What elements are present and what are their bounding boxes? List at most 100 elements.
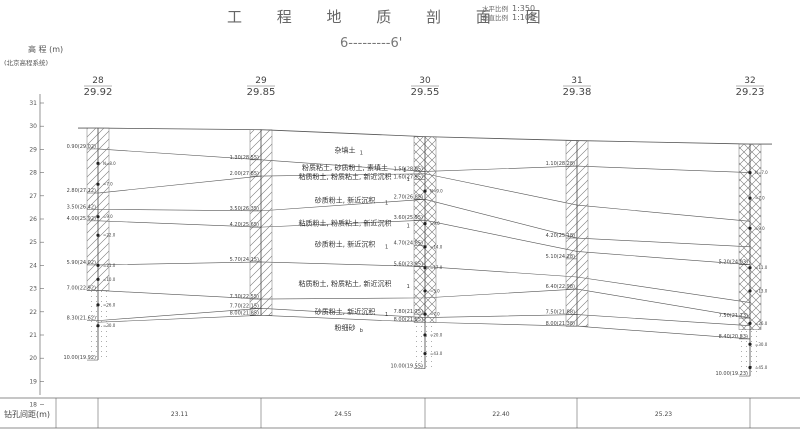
spt-value: =13.0	[755, 288, 768, 293]
depth-label: 5.20(24.03)	[719, 260, 748, 266]
spt-value: =21.0	[103, 263, 116, 268]
scale-horizontal-value: 1:350	[512, 4, 535, 13]
axis-tick-label: 27	[29, 193, 37, 200]
depth-label: 10.00(19.92)	[63, 355, 96, 361]
borehole-elevation: 29.38	[563, 87, 592, 98]
spacing-value: 24.55	[334, 411, 351, 418]
axis-tick-label: 31	[29, 100, 37, 107]
axis-tick-label: 28	[29, 170, 37, 177]
spt-value: =10.0	[103, 277, 116, 282]
spt-value: =26.0	[755, 321, 768, 326]
layer-subscript: 1	[407, 284, 410, 290]
depth-label: 8.00(21.85)	[230, 310, 259, 316]
depth-label: 10.00(19.55)	[390, 364, 423, 370]
borehole-elevation: 29.55	[411, 87, 440, 98]
scale-vertical-label: 垂直比例	[482, 13, 508, 22]
depth-label: 1.10(28.28)	[546, 161, 575, 167]
borehole-28: 2829.920.90(29.02)2.80(27.12)3.50(26.42)…	[63, 76, 116, 361]
spt-value: =9.0	[103, 214, 113, 219]
depth-label: 2.80(27.12)	[67, 188, 96, 194]
spt-point	[423, 266, 427, 270]
borehole-id: 29	[255, 76, 267, 86]
spt-value: =14.0	[430, 244, 443, 249]
spt-value: =7.0	[103, 182, 113, 187]
spt-point	[96, 263, 100, 267]
spt-value: N=7.0	[755, 170, 768, 175]
axis-tick-label: 18	[29, 402, 37, 409]
spt-value: N=9.0	[430, 189, 443, 194]
spt-value: =9.0	[755, 226, 765, 231]
layer-subscript: 1	[407, 224, 410, 230]
depth-label: 2.70(26.85)	[394, 194, 423, 200]
spt-point	[423, 222, 427, 226]
spt-value: =5.0	[430, 288, 440, 293]
depth-label: 5.60(23.95)	[394, 262, 423, 268]
borehole-elevation: 29.23	[736, 87, 765, 98]
depth-label: 4.70(24.85)	[394, 241, 423, 247]
spt-point	[96, 215, 100, 219]
axis-sublabel: (北京高程系统)	[4, 58, 48, 67]
spt-point	[96, 303, 100, 307]
distance-row-label: 钻孔间距(m)	[4, 409, 50, 419]
spt-point	[96, 277, 100, 281]
layer-name: 杂填土	[335, 146, 356, 155]
layer-name: 粘质粉土, 粉质粘土, 新近沉积	[299, 279, 392, 288]
layer-subscript: 1	[407, 177, 410, 183]
depth-label: 8.30(21.62)	[67, 316, 96, 322]
drawing-title: 工 程 地 质 剖 面 图	[227, 8, 556, 26]
depth-label: 1.60(27.95)	[394, 175, 423, 181]
depth-label: 1.30(28.55)	[230, 155, 259, 161]
borehole-31: 3129.381.10(28.28)4.20(25.18)5.10(24.28)…	[546, 76, 592, 327]
spt-value: N=8.0	[103, 161, 116, 166]
layer-subscript: 1	[385, 312, 388, 318]
spacing-value: 22.40	[492, 411, 509, 418]
borehole-columns: 2829.920.90(29.02)2.80(27.12)3.50(26.42)…	[63, 76, 768, 377]
layer-name: 粘质粉土, 粉质粘土, 新近沉积	[299, 172, 392, 181]
spt-point	[748, 289, 752, 293]
borehole-30: 3029.551.50(28.05)1.60(27.95)2.70(26.85)…	[390, 76, 443, 370]
borehole-id: 28	[92, 76, 104, 86]
spt-point	[748, 342, 752, 346]
depth-label: 5.90(24.02)	[67, 260, 96, 266]
axis-tick-label: 24	[29, 262, 37, 269]
depth-label: 8.00(21.38)	[546, 321, 575, 327]
depth-label: 3.50(26.35)	[230, 206, 259, 212]
depth-label: 8.40(20.83)	[719, 334, 748, 340]
borehole-elevation: 29.85	[247, 87, 276, 98]
spt-point	[748, 321, 752, 325]
spt-point	[748, 196, 752, 200]
layer-name: 粉细砂	[335, 323, 356, 332]
scale-horizontal-label: 水平比例	[482, 4, 508, 13]
layer-name: 砂质粉土, 新近沉积	[315, 240, 375, 249]
spt-value: =17.0	[430, 265, 443, 270]
spt-point	[423, 245, 427, 249]
spt-value: =9.0	[430, 221, 440, 226]
spt-point	[423, 189, 427, 193]
spt-point	[96, 182, 100, 186]
depth-label: 0.90(29.02)	[67, 144, 96, 150]
spt-value: =7.0	[430, 312, 440, 317]
depth-label: 4.00(25.92)	[67, 216, 96, 222]
layer-subscript: 1	[385, 245, 388, 251]
spt-value: =7.0	[755, 196, 765, 201]
depth-label: 4.20(25.65)	[230, 222, 259, 228]
spt-value: =30.0	[755, 342, 768, 347]
spt-point	[423, 312, 427, 316]
spt-point	[423, 333, 427, 337]
spt-value: =45.0	[755, 365, 768, 370]
depth-label: 5.70(24.15)	[230, 257, 259, 263]
axis-tick-label: 23	[29, 286, 37, 293]
spt-point	[748, 266, 752, 270]
depth-label: 7.00(22.92)	[67, 285, 96, 291]
section-label: 6---------6'	[340, 36, 402, 51]
axis-tick-label: 25	[29, 239, 37, 246]
depth-label: 7.50(21.73)	[719, 313, 748, 319]
depth-label: 7.50(21.88)	[546, 310, 575, 316]
depth-label: 7.70(22.15)	[230, 303, 259, 309]
axis-tick-label: 29	[29, 146, 37, 153]
borehole-id: 32	[744, 76, 755, 86]
